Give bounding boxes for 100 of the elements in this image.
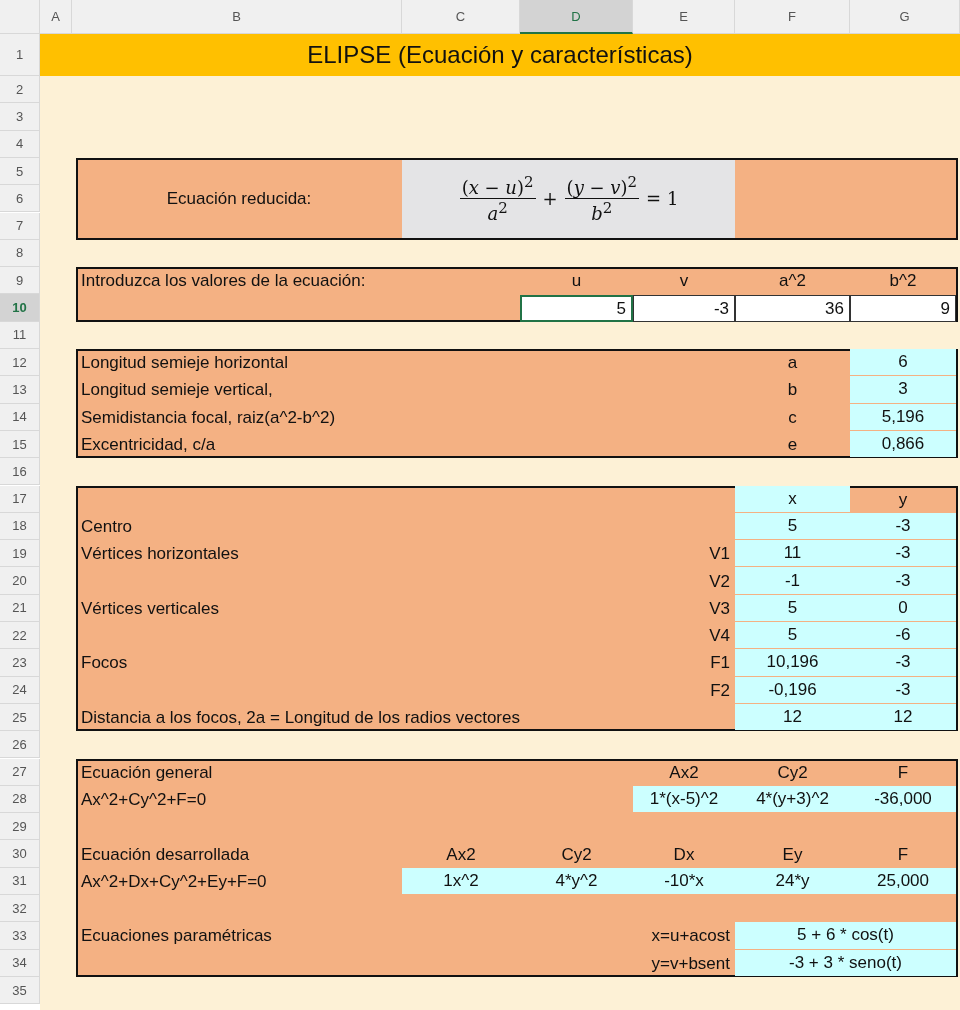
row-label: Ax^2+Cy^2+F=0	[80, 788, 208, 811]
row-header: 10	[0, 294, 40, 322]
row-label: Vértices verticales	[80, 597, 220, 620]
value-cell: -10*x	[633, 867, 735, 894]
row-header: 28	[0, 785, 40, 814]
row-header: 29	[0, 813, 40, 841]
row-label: Longitud semieje horizontal	[80, 352, 289, 375]
row-header: 2	[0, 76, 40, 104]
row-label: Ecuación reducida:	[165, 188, 313, 211]
row-header: 26	[0, 731, 40, 759]
row-header: 30	[0, 840, 40, 868]
row-label: Semidistancia focal, raiz(a^2-b^2)	[80, 406, 337, 429]
value-cell: 0,866	[850, 430, 956, 458]
row-label: Ax^2+Dx+Cy^2+Ey+F=0	[80, 870, 268, 893]
row-header: 16	[0, 458, 40, 486]
value-cell: 5	[735, 512, 850, 540]
row-header: 5	[0, 157, 40, 186]
value-cell: -6	[850, 622, 956, 649]
column-header: C	[402, 0, 520, 34]
row-label: Distancia a los focos, 2a = Longitud de los radios vectores	[80, 707, 521, 730]
column-label: a	[786, 352, 799, 375]
row-header: 8	[0, 239, 40, 268]
row-header: 17	[0, 485, 40, 513]
row-label: Introduzca los valores de la ecuación:	[80, 270, 367, 293]
column-label: V3	[708, 597, 731, 620]
row-header: 12	[0, 349, 40, 377]
row-header: 11	[0, 321, 40, 349]
input-field: 36	[735, 295, 850, 322]
column-label: F	[896, 761, 910, 784]
value-cell: 1x^2	[402, 867, 520, 894]
row-header: 33	[0, 922, 40, 950]
value-cell: 11	[735, 540, 850, 567]
title: ELIPSE (Ecuación y características)	[40, 34, 960, 76]
column-label: a^2	[778, 270, 807, 293]
row-header: 3	[0, 103, 40, 131]
row-header: 15	[0, 430, 40, 459]
value-cell: -3	[850, 567, 956, 594]
column-label: Cy2	[560, 843, 593, 866]
column-header: E	[633, 0, 735, 34]
row-label: Excentricidad, c/a	[80, 434, 217, 457]
value-cell: x	[735, 485, 850, 512]
column-label: e	[786, 434, 799, 457]
row-header: 23	[0, 649, 40, 677]
row-header: 9	[0, 267, 40, 295]
input-field: 5	[520, 295, 633, 322]
row-header: 7	[0, 212, 40, 240]
value-cell: -3 + 3 * seno(t)	[735, 949, 956, 976]
column-label: x=u+acost	[650, 925, 731, 948]
row-header: 24	[0, 676, 40, 704]
column-label: Dx	[672, 843, 696, 866]
row-header: 27	[0, 758, 40, 786]
row-label: Vértices horizontales	[80, 543, 240, 566]
column-header: B	[72, 0, 402, 34]
row-label: Focos	[80, 652, 129, 675]
row-header: 31	[0, 867, 40, 895]
row-label: Ecuación desarrollada	[80, 843, 251, 866]
row-header: 32	[0, 895, 40, 923]
value-cell: 12	[735, 703, 850, 731]
column-label: y	[897, 488, 909, 511]
column-label: Ax2	[445, 843, 477, 866]
value-cell: 4*(y+3)^2	[735, 785, 850, 813]
value-cell: 24*y	[735, 867, 850, 894]
value-cell: 25,000	[850, 867, 956, 894]
column-label: Ey	[781, 843, 804, 866]
column-label: F2	[709, 679, 731, 702]
value-cell: -0,196	[735, 676, 850, 703]
row-header: 22	[0, 622, 40, 650]
value-cell: -36,000	[850, 785, 956, 813]
column-label: V1	[708, 543, 731, 566]
input-field: -3	[633, 295, 735, 322]
column-label: y=v+bsent	[650, 952, 731, 975]
value-cell: -3	[850, 649, 956, 676]
value-cell: 0	[850, 594, 956, 621]
row-header: 19	[0, 540, 40, 568]
row-header: 4	[0, 130, 40, 158]
value-cell: 5	[735, 594, 850, 621]
column-label: F	[896, 843, 910, 866]
column-label: Cy2	[776, 761, 809, 784]
row-header: 14	[0, 403, 40, 431]
row-label: Ecuación general	[80, 761, 214, 784]
row-header: 35	[0, 976, 40, 1005]
value-cell: 1*(x-5)^2	[633, 785, 735, 813]
value-cell: -3	[850, 512, 956, 540]
value-cell: 4*y^2	[520, 867, 633, 894]
row-header: 25	[0, 703, 40, 732]
row-header: 18	[0, 512, 40, 541]
column-label: v	[678, 270, 690, 293]
value-cell: 3	[850, 376, 956, 403]
row-label: Ecuaciones paramétricas	[80, 925, 273, 948]
value-cell: 5,196	[850, 403, 956, 430]
column-header: F	[735, 0, 850, 34]
column-label: c	[787, 406, 798, 429]
column-label: u	[570, 270, 583, 293]
value-cell: -1	[735, 567, 850, 594]
value-cell: 10,196	[735, 649, 850, 676]
value-cell: -3	[850, 676, 956, 703]
column-header: D	[520, 0, 633, 34]
column-label: b	[786, 379, 799, 402]
value-cell: 5	[735, 622, 850, 649]
row-header: 20	[0, 567, 40, 595]
